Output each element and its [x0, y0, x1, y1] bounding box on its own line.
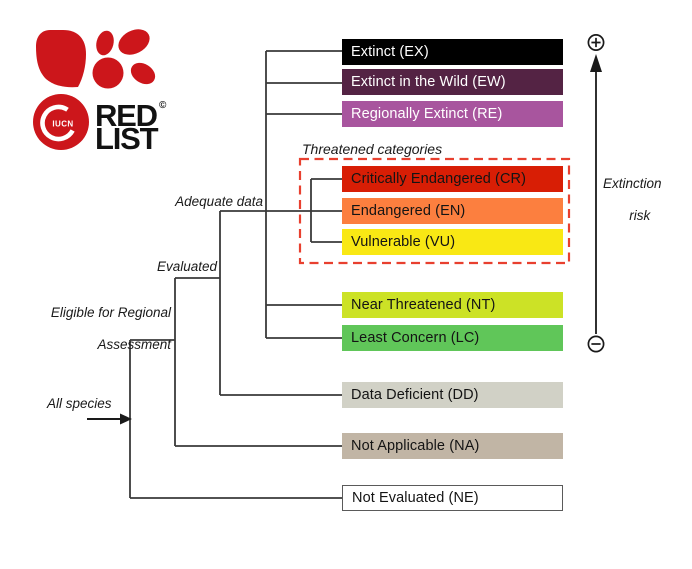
- category-box-extinct-in-the-wild: Extinct in the Wild (EW): [342, 69, 563, 95]
- all-species-label: All species: [47, 396, 112, 411]
- plus-circle-icon: [587, 34, 605, 51]
- threatened-categories-label: Threatened categories: [302, 141, 443, 157]
- category-label-ex: Extinct (EX): [351, 44, 429, 60]
- eligible-line2: Assessment: [97, 337, 171, 352]
- category-label-nt: Near Threatened (NT): [351, 297, 496, 313]
- extinction-risk-line2: risk: [629, 208, 651, 223]
- adequate-data-label: Adequate data: [175, 194, 263, 209]
- copyright-mark: ©: [159, 100, 167, 111]
- category-box-extinct: Extinct (EX): [342, 39, 563, 65]
- category-label-dd: Data Deficient (DD): [351, 387, 479, 403]
- iucn-roundel: IUCN: [33, 94, 89, 150]
- extinction-risk-label: Extinction risk: [603, 176, 662, 224]
- category-label-ne: Not Evaluated (NE): [352, 490, 479, 506]
- evaluated-label: Evaluated: [156, 259, 217, 274]
- category-label-lc: Least Concern (LC): [351, 330, 480, 346]
- iucn-roundel-text: IUCN: [52, 120, 73, 129]
- minus-circle-icon: [587, 335, 605, 353]
- category-label-na: Not Applicable (NA): [351, 438, 480, 454]
- category-box-not-applicable: Not Applicable (NA): [342, 433, 563, 459]
- category-label-en: Endangered (EN): [351, 203, 466, 219]
- category-label-vu: Vulnerable (VU): [351, 234, 456, 250]
- category-box-least-concern: Least Concern (LC): [342, 325, 563, 351]
- eligible-regional-assessment-label: Eligible for Regional Assessment: [40, 305, 171, 353]
- category-label-cr: Critically Endangered (CR): [351, 171, 527, 187]
- category-box-endangered: Endangered (EN): [342, 198, 563, 224]
- wordmark-red: RED: [95, 98, 158, 133]
- category-box-regionally-extinct: Regionally Extinct (RE): [342, 101, 563, 127]
- category-box-data-deficient: Data Deficient (DD): [342, 382, 563, 408]
- iucn-red-list-logo: IUCN RED LIST ©: [33, 29, 167, 152]
- all-species-arrow-icon: [87, 413, 132, 425]
- extinction-risk-axis-arrow-icon: [590, 54, 602, 334]
- eligible-line1: Eligible for Regional: [50, 305, 171, 320]
- category-label-ew: Extinct in the Wild (EW): [351, 74, 506, 90]
- wordmark-list: LIST: [95, 121, 159, 152]
- paw-print-icon: [36, 29, 156, 89]
- category-box-critically-endangered: Critically Endangered (CR): [342, 166, 563, 192]
- extinction-risk-line1: Extinction: [603, 176, 662, 191]
- threatened-group-dashed-border: [298, 157, 571, 265]
- category-box-near-threatened: Near Threatened (NT): [342, 292, 563, 318]
- red-list-wordmark: RED LIST ©: [95, 98, 167, 152]
- category-label-re: Regionally Extinct (RE): [351, 106, 503, 122]
- category-box-vulnerable: Vulnerable (VU): [342, 229, 563, 255]
- category-box-not-evaluated: Not Evaluated (NE): [342, 485, 563, 511]
